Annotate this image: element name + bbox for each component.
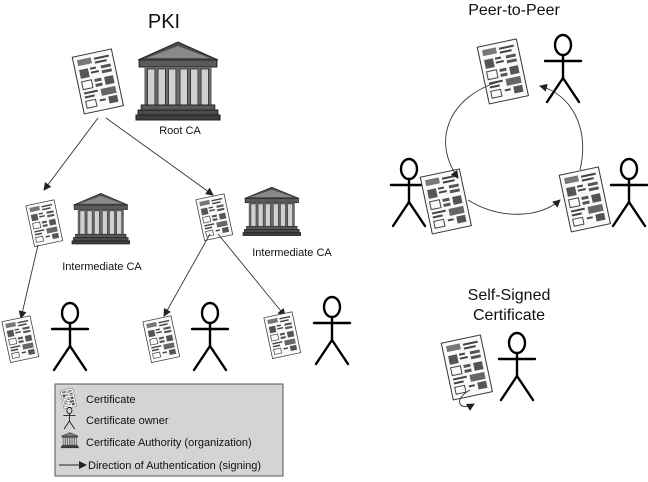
- legend-direction-label: Direction of Authentication (signing): [88, 460, 261, 472]
- certificate-icon: [419, 168, 472, 235]
- legend-owner-label: Certificate owner: [86, 415, 169, 427]
- person-icon: [497, 331, 537, 402]
- self-sign-loop-arrow: [459, 389, 475, 411]
- p2p-left-peer: [389, 157, 472, 235]
- certificate-icon: [476, 38, 529, 105]
- right-intermediate-ca-bank-icon: [242, 186, 301, 236]
- self-signed-title-line1: Self-Signed: [468, 287, 551, 304]
- arrow-left-to-right: [467, 199, 561, 215]
- left-intermediate-certificate-icon: [25, 199, 64, 247]
- legend-authority-label: Certificate Authority (organization): [86, 437, 252, 449]
- legend-certificate-label: Certificate: [86, 394, 136, 406]
- right-intermediate-ca-label: Intermediate CA: [252, 247, 332, 259]
- leaf-owner-3: [263, 295, 352, 366]
- root-ca-label: Root CA: [159, 125, 201, 137]
- root-certificate-icon: [71, 48, 124, 115]
- arrow-right-intermediate-to-leaf-b: [217, 233, 286, 317]
- leaf-owner-1: [1, 301, 90, 372]
- person-icon: [50, 301, 90, 372]
- arrow-right-intermediate-to-leaf-a: [163, 233, 211, 317]
- root-ca-bank-icon: [135, 41, 221, 121]
- arrow-top-to-left: [445, 81, 499, 179]
- left-intermediate-ca-label: Intermediate CA: [62, 261, 142, 273]
- p2p-top-peer: [476, 33, 583, 105]
- leaf-owner-2: [142, 301, 230, 372]
- person-icon: [312, 295, 352, 366]
- certificate-icon: [440, 334, 493, 401]
- left-intermediate-group: Intermediate CA: [25, 192, 142, 273]
- person-icon: [190, 301, 230, 372]
- legend: Certificate Certificate owner Certificat…: [54, 383, 284, 477]
- person-icon: [609, 157, 648, 228]
- right-intermediate-certificate-icon: [195, 193, 234, 241]
- self-signed-group: [440, 331, 537, 411]
- legend-box: [54, 383, 284, 477]
- arrow-root-to-right-intermediate: [105, 117, 214, 196]
- certificate-icon: [142, 315, 181, 363]
- certificate-icon: [558, 166, 611, 233]
- person-icon: [389, 157, 429, 228]
- arrow-right-to-top: [539, 83, 584, 171]
- person-icon: [543, 33, 583, 104]
- p2p-arrow-cycle: [445, 81, 584, 215]
- self-signed-title-line2: Certificate: [473, 307, 545, 324]
- certificate-icon: [1, 315, 40, 363]
- left-intermediate-ca-bank-icon: [71, 192, 130, 245]
- arrow-left-intermediate-to-leaf: [18, 244, 39, 319]
- p2p-right-peer: [558, 157, 648, 233]
- pki-title: PKI: [148, 11, 180, 33]
- p2p-title: Peer-to-Peer: [468, 2, 560, 19]
- arrow-root-to-left-intermediate: [43, 117, 99, 191]
- certificate-icon: [263, 311, 302, 359]
- right-intermediate-group: Intermediate CA: [195, 186, 332, 259]
- root-ca-group: Root CA: [71, 41, 221, 137]
